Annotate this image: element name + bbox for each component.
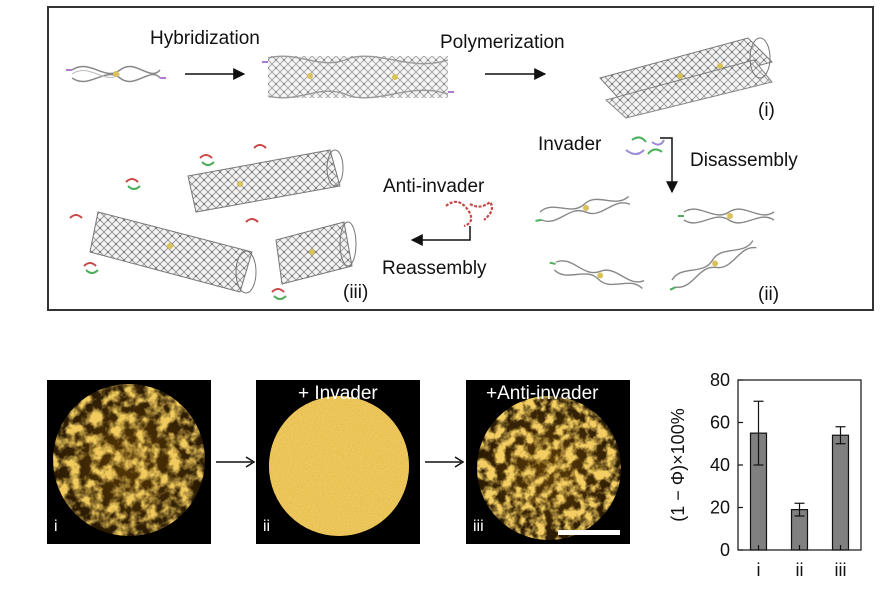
arrow-reassembly <box>410 226 471 246</box>
schematic-frame <box>47 6 874 311</box>
arrow-disassembly <box>660 137 678 194</box>
micrograph-label-iii: iii <box>473 518 484 535</box>
label-state-i: (i) <box>758 100 775 121</box>
reassembled-nanotubes-iii <box>69 144 357 300</box>
disassembled-duplexes-ii <box>535 195 775 291</box>
micrograph-label-i: i <box>54 518 58 535</box>
invader-strands <box>625 136 665 155</box>
label-state-iii: (iii) <box>343 282 369 303</box>
label-state-ii: (ii) <box>758 284 780 305</box>
label-disassembly: Disassembly <box>690 150 798 171</box>
y-tick-label: 40 <box>710 455 730 475</box>
arrow-micrograph-2 <box>425 456 465 468</box>
micrograph-title-ii: + Invader <box>298 383 378 404</box>
droplet-image-iii <box>477 396 621 540</box>
micrograph-title-iii: +Anti-invader <box>486 383 599 404</box>
droplet-image-ii <box>269 396 409 536</box>
x-tick-label: i <box>757 560 761 580</box>
anti-invader-strands <box>445 200 494 228</box>
scale-bar <box>558 530 620 535</box>
y-tick-label: 80 <box>710 370 730 390</box>
label-anti-invader: Anti-invader <box>383 176 485 197</box>
micrograph-panel-i: i <box>47 380 211 544</box>
micrograph-panel-iii: +Anti-invader iii <box>466 380 630 544</box>
micrograph-label-ii: ii <box>263 518 271 535</box>
label-hybridization: Hybridization <box>150 28 260 49</box>
label-invader: Invader <box>538 134 602 155</box>
label-reassembly: Reassembly <box>382 258 487 279</box>
schematic-art <box>66 37 775 300</box>
droplet-image-i <box>53 384 205 536</box>
y-axis-label: (1 − Φ)×100% <box>668 408 688 521</box>
y-tick-label: 0 <box>720 540 730 560</box>
label-polymerization: Polymerization <box>440 32 565 53</box>
bar-iii <box>831 434 850 551</box>
monomer-duplex <box>66 65 166 83</box>
y-tick-label: 20 <box>710 498 730 518</box>
x-tick-label: ii <box>796 560 804 580</box>
arrow-micrograph-1 <box>216 456 256 468</box>
hybridized-duplex-assembly <box>262 55 454 99</box>
y-tick-label: 60 <box>710 413 730 433</box>
nanotube-i <box>599 37 773 119</box>
x-tick-label: iii <box>835 560 847 580</box>
micrograph-panel-ii: + Invader ii <box>256 380 420 544</box>
